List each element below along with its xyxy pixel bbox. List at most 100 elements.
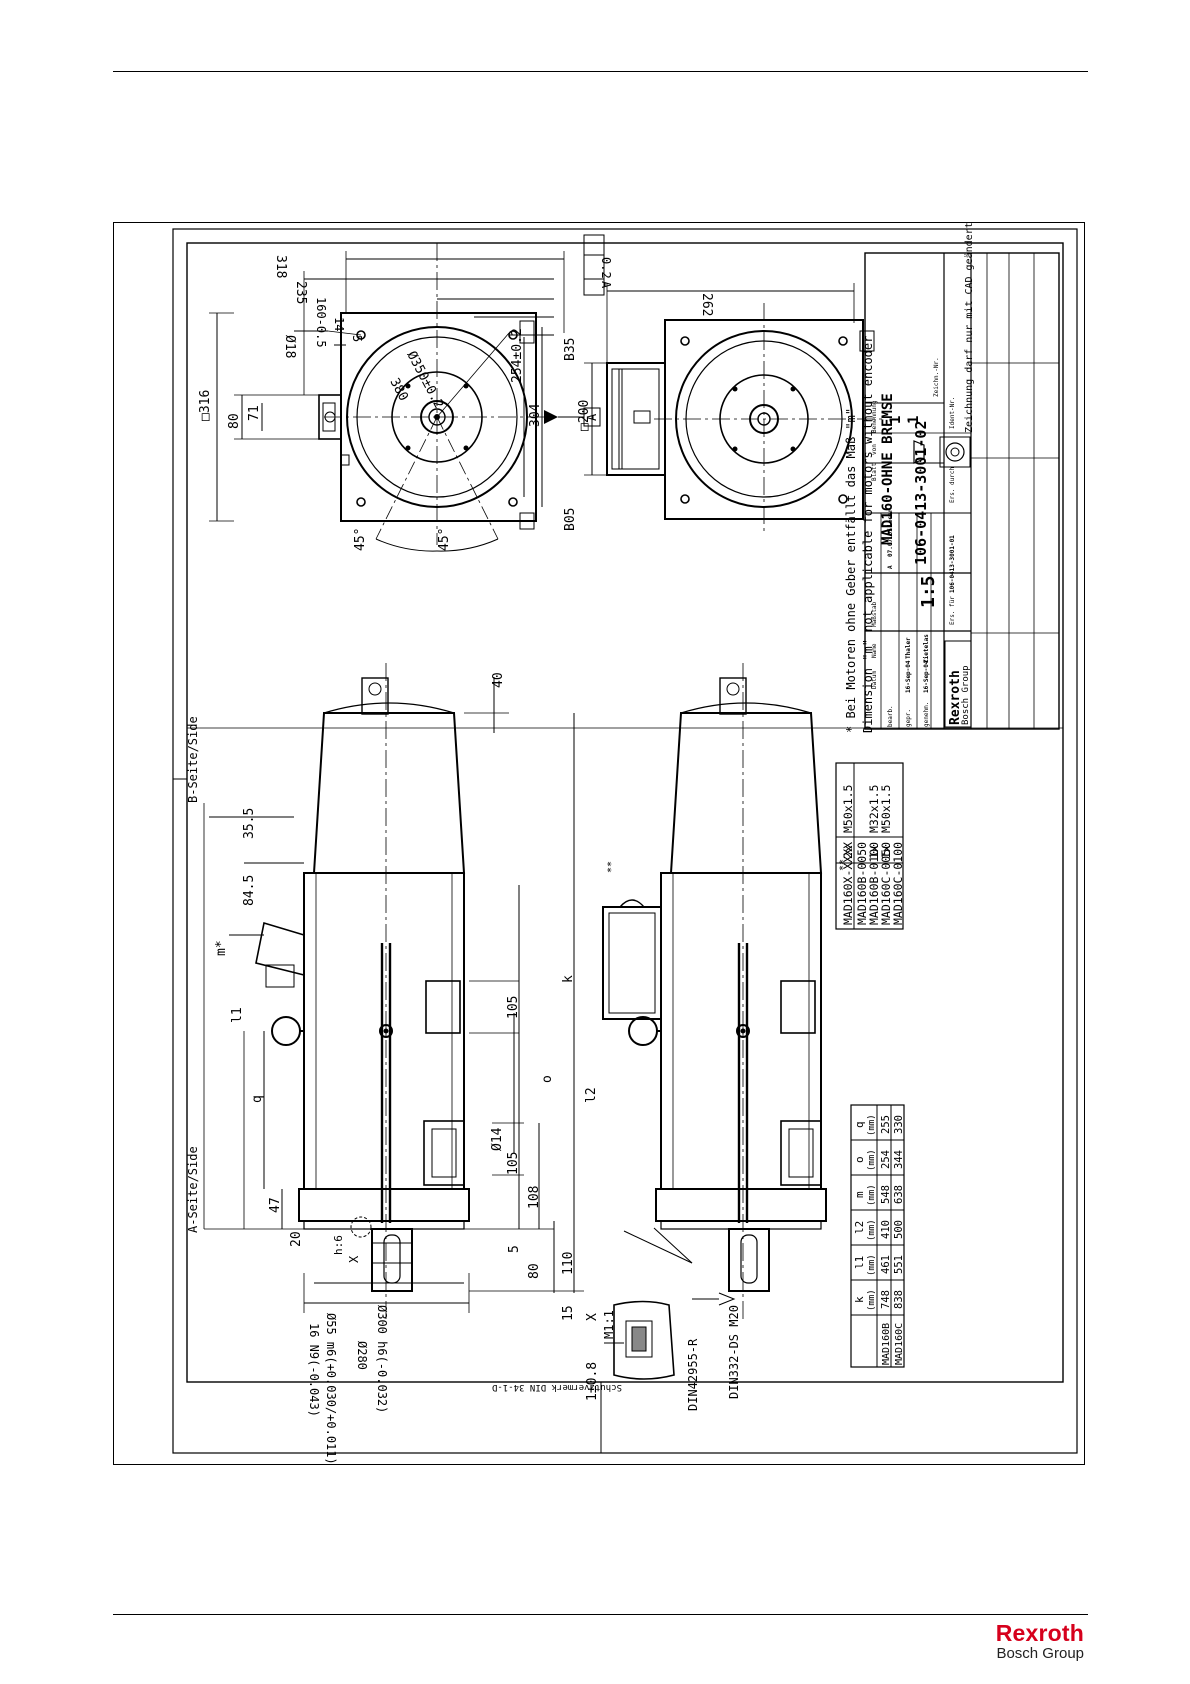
- dim-h6: h:6: [332, 1235, 345, 1255]
- edited-label: bearb.: [887, 705, 894, 727]
- dim-row-1-model: MAD160C: [894, 1323, 905, 1365]
- dim-108: 108: [527, 1186, 542, 1209]
- dim-316: □316: [198, 390, 213, 421]
- scale-label: Maßstab: [871, 601, 878, 627]
- edited-date: 16-Sep-04: [905, 660, 912, 693]
- rexroth-logo: Rexroth Bosch Group: [996, 1621, 1084, 1662]
- dim-80: 80: [227, 413, 242, 429]
- dim-d14b: Ø14: [490, 1127, 505, 1151]
- name-field-label: Benennung: [871, 400, 878, 433]
- dim-105a: 105: [506, 996, 521, 1019]
- detail-x-label: X: [585, 1313, 600, 1321]
- dim-q: q: [250, 1095, 265, 1103]
- ident-label: Ident-Nr.: [949, 396, 956, 429]
- dim-h6b: Ø300 h6(-0.032): [375, 1305, 389, 1413]
- dim-d280: Ø280: [355, 1341, 369, 1370]
- motor-side-view-2: [602, 663, 827, 1323]
- dim-m6: Ø55 m6(+0.030/+0.011): [324, 1313, 338, 1463]
- detail-scale: M1:1: [602, 1310, 616, 1339]
- dim-row-1-q: 330: [893, 1115, 905, 1134]
- dim-40: 40: [491, 672, 506, 688]
- dim-84-5: 84.5: [242, 875, 257, 906]
- drawing-number: 106-0413-3001-02: [912, 421, 930, 566]
- dim-col-l1: l1: [853, 1256, 866, 1269]
- tolerance-ref: A: [599, 281, 613, 289]
- dim-row-0-l2: 410: [880, 1220, 892, 1239]
- revision-index: A: [887, 565, 894, 569]
- dim-o: o: [540, 1075, 555, 1083]
- dim-105b: 105: [506, 1152, 521, 1175]
- label-b05: B05: [563, 508, 578, 531]
- cable-row-3-size: M50x1.5: [879, 785, 893, 833]
- detail-x-view: [604, 1300, 675, 1380]
- dim-d350: Ø350±0.2: [403, 349, 446, 411]
- date-label: Datum: [871, 671, 878, 689]
- label-b-side: B-Seite/Side: [186, 716, 200, 803]
- dim-304: 304: [528, 403, 543, 427]
- ers-fur-label: Ers. für: [949, 596, 956, 625]
- motor-side-view-1: [187, 663, 1063, 1323]
- dim-row-0-model: MAD160B: [881, 1323, 892, 1365]
- dim-71: 71: [247, 405, 262, 421]
- title-logo-brand: Rexroth: [948, 670, 963, 725]
- checked-name: Zietelas: [923, 634, 930, 663]
- angle-45-right: 45°: [437, 528, 452, 551]
- sheets-label: von: [871, 444, 878, 455]
- dim-unit-q: (mm): [867, 1114, 877, 1136]
- dim-5b: 5: [507, 1245, 522, 1253]
- dim-row-0-m: 548: [880, 1185, 892, 1204]
- tolerance-value: 0.2: [599, 257, 613, 279]
- note-english: Dimension "m" not applicable for motors …: [861, 336, 875, 733]
- dim-row-1-m: 638: [893, 1185, 905, 1204]
- dim-d18: Ø18: [282, 335, 297, 358]
- cable-gland-table: [835, 762, 904, 930]
- dim-unit-l2: (mm): [867, 1219, 877, 1241]
- revision-name: lecer: [887, 509, 894, 527]
- name-label: Name: [871, 643, 878, 658]
- din-332: DIN332-DS M20: [727, 1305, 741, 1399]
- dim-col-k: k: [853, 1296, 866, 1303]
- drawing-no-label: Zeichn.-Nr.: [933, 357, 940, 397]
- dim-14: 14: [332, 317, 346, 331]
- dim-unit-m: (mm): [867, 1184, 877, 1206]
- title-logo-box: [944, 640, 972, 728]
- inner-border: [186, 242, 1064, 1383]
- dim-row-1-k: 838: [893, 1290, 905, 1309]
- dim-160: 160-0.5: [314, 297, 328, 348]
- dim-row-0-o: 254: [880, 1150, 892, 1169]
- cable-row-0-qty: 2x: [841, 845, 855, 859]
- footer-rule: [113, 1614, 1088, 1615]
- drawing-title: MAD160-OHNE BREMSE: [880, 393, 896, 545]
- checked-date: 16-Sep-04: [923, 660, 930, 693]
- dim-unit-k: (mm): [867, 1289, 877, 1311]
- drawing-canvas: 318 235 160-0.5 14 5 0.2 A Ø18 □316 80 7…: [172, 223, 1078, 1463]
- dim-col-o: o: [853, 1156, 866, 1163]
- dim-n9: 16 N9(-0.043): [307, 1323, 321, 1417]
- star-mark: **: [606, 861, 617, 873]
- flange-view-b35: [209, 234, 605, 552]
- dim-row-1-o: 344: [893, 1150, 905, 1169]
- dim-l1: l1: [230, 1007, 245, 1023]
- dim-col-l2: l2: [853, 1221, 866, 1234]
- cable-row-1-model: MAD160B-0050: [855, 842, 869, 925]
- standard-label: genehm.: [923, 702, 930, 727]
- dim-row-1-l2: 500: [893, 1220, 905, 1239]
- logo-group: Bosch Group: [996, 1645, 1084, 1662]
- dim-row-0-q: 255: [880, 1115, 892, 1134]
- sheet-label: Blatt: [871, 463, 878, 481]
- angle-45-left: 45°: [353, 528, 368, 551]
- title-logo-group: Bosch Group: [961, 665, 971, 725]
- dim-110: 110: [561, 1252, 576, 1275]
- dim-235: 235: [293, 281, 308, 304]
- dim-col-q: q: [853, 1121, 866, 1128]
- checked-label: gepr.: [905, 709, 912, 727]
- title-block: [864, 252, 1060, 730]
- dim-80b: 80: [527, 1263, 542, 1279]
- dim-47: 47: [268, 1197, 283, 1213]
- dim-l2: l2: [584, 1087, 599, 1103]
- technical-drawing: 318 235 160-0.5 14 5 0.2 A Ø18 □316 80 7…: [113, 222, 1085, 1465]
- dim-262: 262: [699, 293, 714, 316]
- edited-name: Thaler: [905, 637, 912, 659]
- dim-380: 380: [386, 376, 410, 404]
- dim-row-1-l1: 551: [893, 1255, 905, 1274]
